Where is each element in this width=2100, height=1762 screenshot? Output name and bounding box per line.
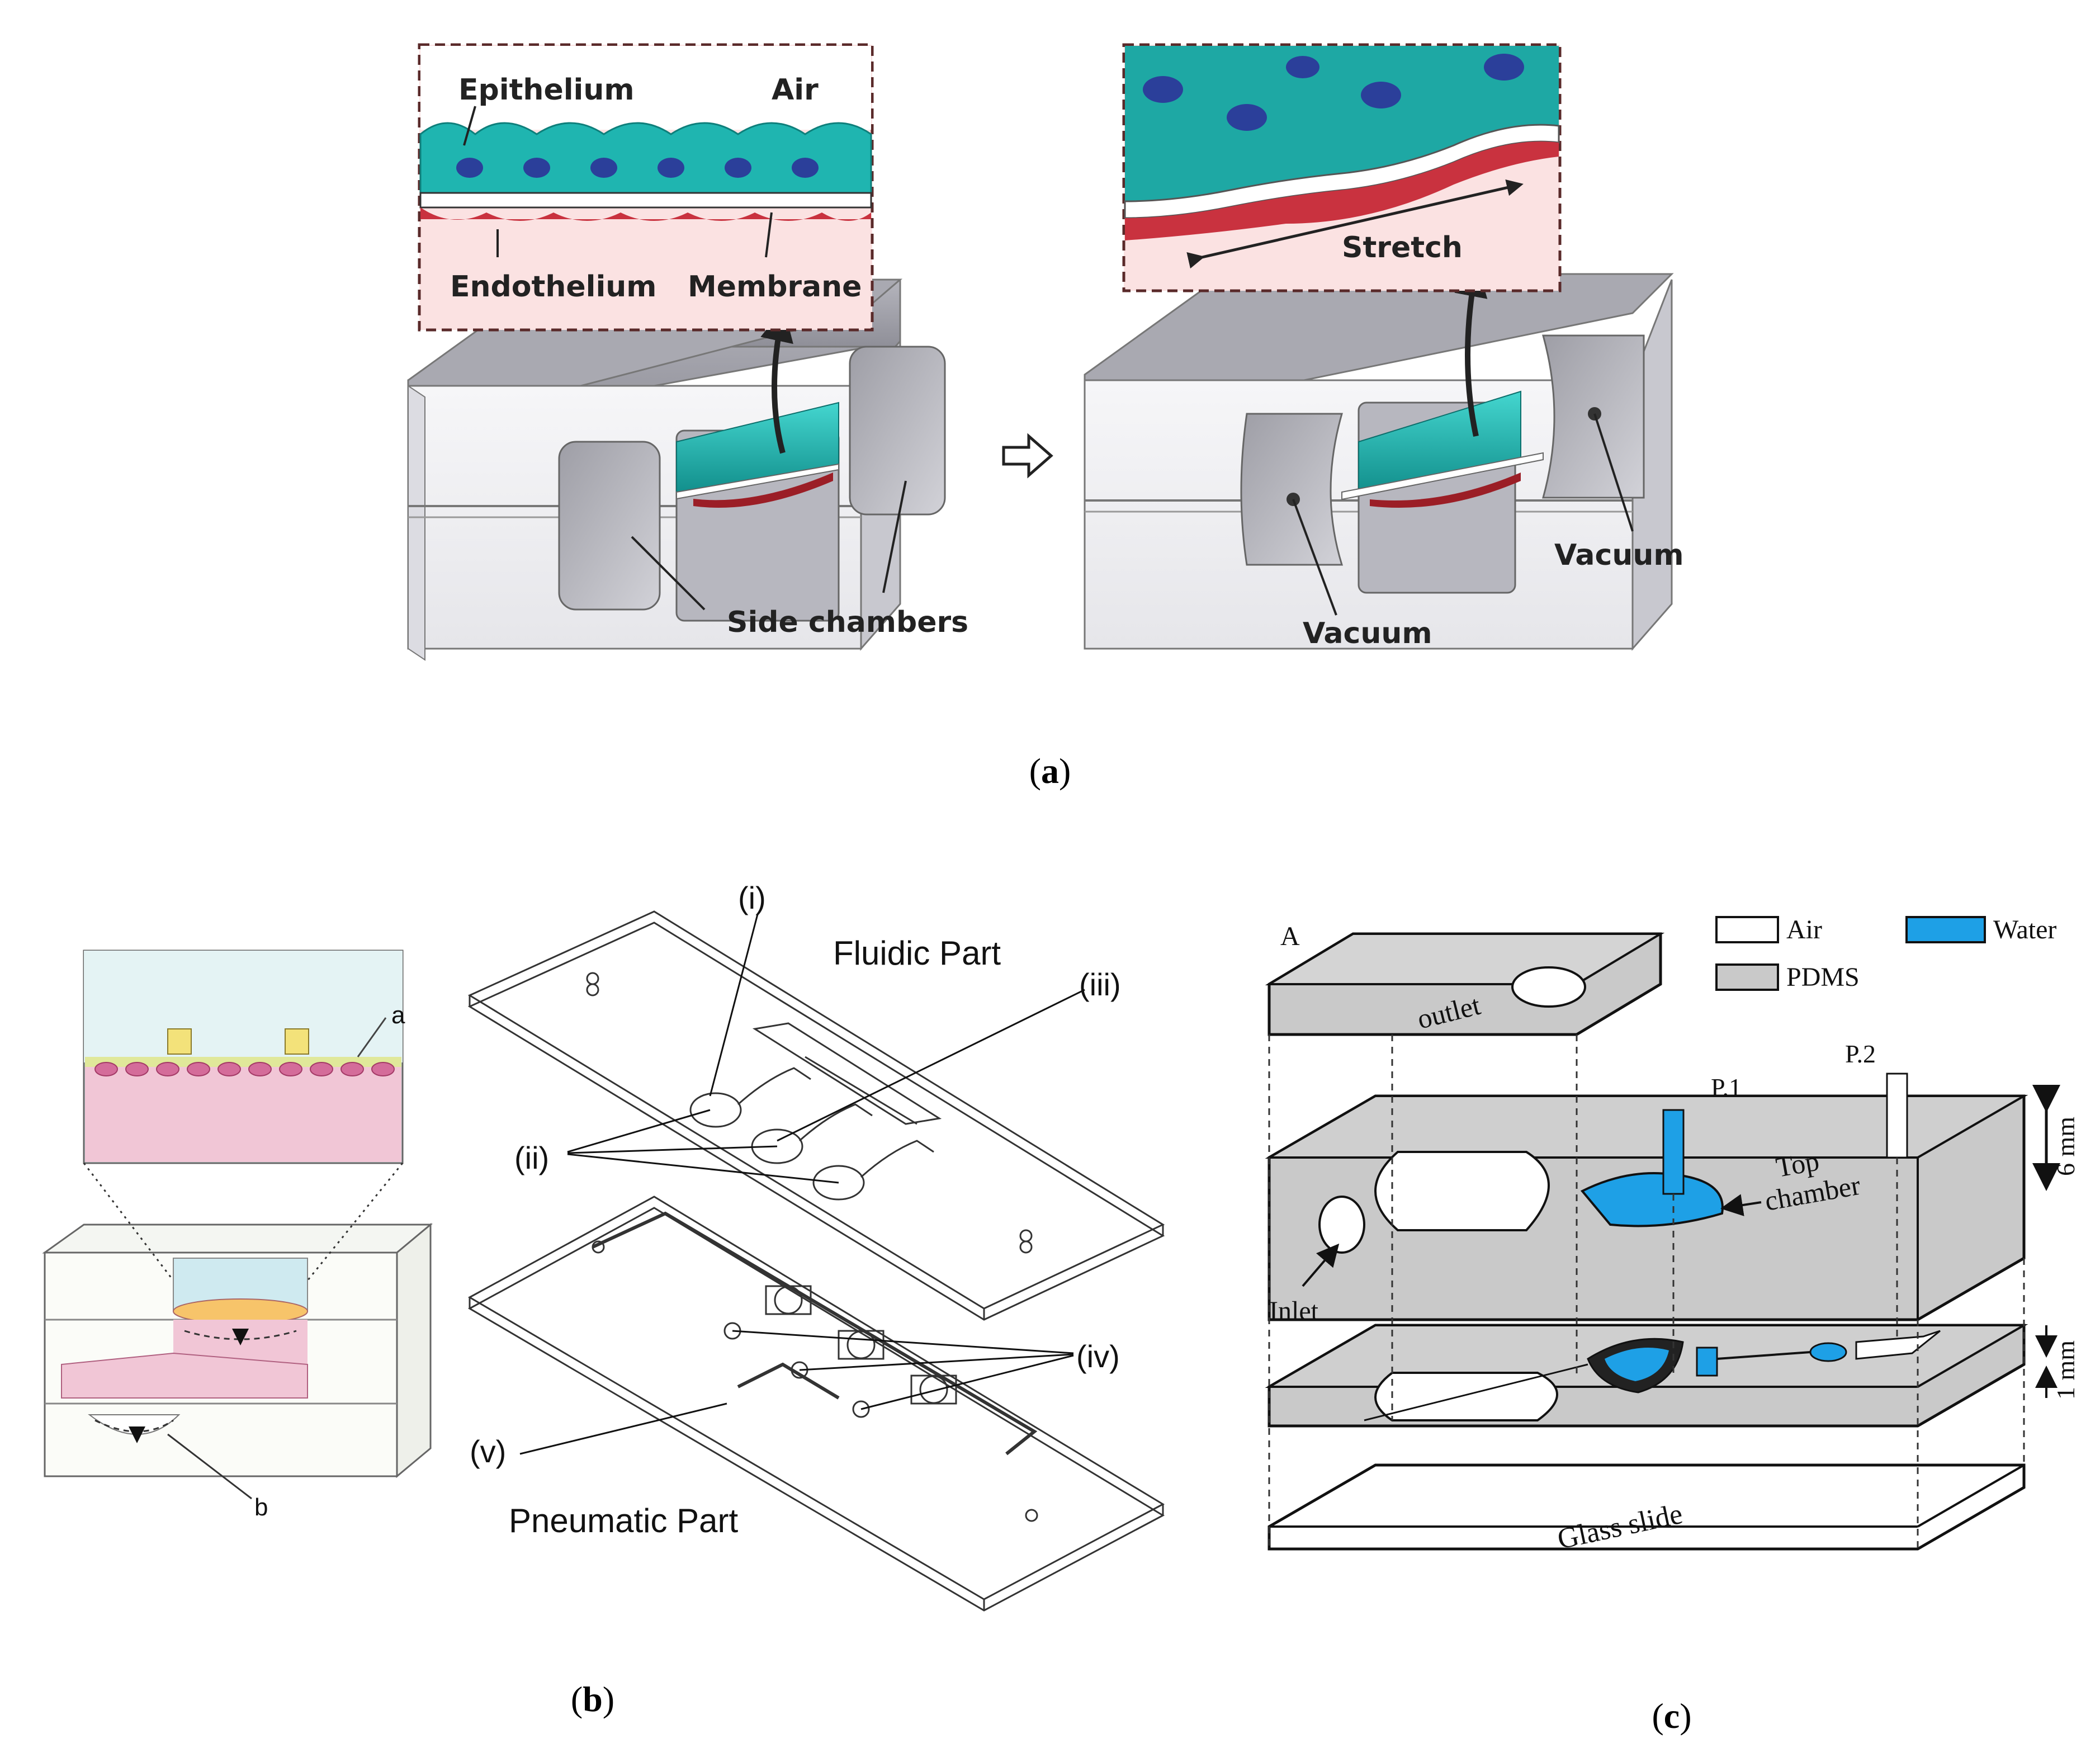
caption-b: (b)	[571, 1679, 614, 1719]
label-i: (i)	[738, 880, 766, 915]
label-6mm: 6 mm	[2051, 1117, 2080, 1176]
label-iii: (iii)	[1079, 967, 1121, 1002]
label-endothelium: Endothelium	[450, 270, 656, 304]
label-1mm: 1 mm	[2051, 1340, 2080, 1400]
label-inlet: Inlet	[1269, 1296, 1319, 1326]
label-epithelium: Epithelium	[458, 73, 635, 107]
transition-arrow	[1002, 433, 1053, 479]
legend-water: Water	[1993, 915, 2056, 944]
legend-swatch-pdms	[1715, 963, 1779, 991]
panel-a: Epithelium Air Endothelium Membrane Side…	[407, 43, 1684, 791]
inset-left: Epithelium Air Endothelium Membrane	[418, 43, 874, 332]
legend-swatch-water	[1905, 916, 1986, 943]
label-v: (v)	[470, 1434, 506, 1469]
label-ii: (ii)	[514, 1140, 549, 1175]
label-b-a: a	[391, 1002, 405, 1029]
label-b-b: b	[254, 1494, 268, 1521]
side-chambers-annotation: Side chambers	[631, 480, 968, 639]
label-side-chambers: Side chambers	[727, 606, 968, 639]
legend-pdms: PDMS	[1786, 962, 1860, 992]
caption-c: (c)	[1652, 1696, 1691, 1736]
legend-air: Air	[1786, 915, 1822, 944]
caption-a: (a)	[1029, 751, 1071, 791]
label-top: Top	[1773, 1145, 1822, 1183]
panel-b-sketch: a b	[42, 950, 433, 1521]
legend: Air Water PDMS	[1715, 915, 2056, 992]
label-membrane: Membrane	[688, 270, 862, 304]
legend-swatch-air	[1715, 916, 1779, 943]
label-air: Air	[772, 73, 819, 107]
label-p1: P.1	[1711, 1073, 1742, 1102]
curved-arrow-left	[760, 308, 793, 454]
device-right	[1084, 273, 1674, 651]
label-stretch: Stretch	[1342, 231, 1463, 264]
label-iv: (iv)	[1076, 1339, 1120, 1374]
label-fluidic-part: Fluidic Part	[833, 934, 1001, 972]
label-A: A	[1280, 922, 1300, 951]
inset-right: Stretch	[1122, 43, 1562, 292]
label-p2: P.2	[1845, 1040, 1876, 1068]
label-vacuum-left: Vacuum	[1303, 617, 1432, 650]
label-vacuum-right: Vacuum	[1554, 538, 1684, 572]
label-pneumatic-part: Pneumatic Part	[509, 1502, 739, 1539]
device-left	[407, 278, 946, 661]
panel-b-labels	[519, 914, 1085, 1455]
panel-c: A Air Water PDMS outlet P.1 P.2 Top cham…	[1265, 915, 2080, 1736]
